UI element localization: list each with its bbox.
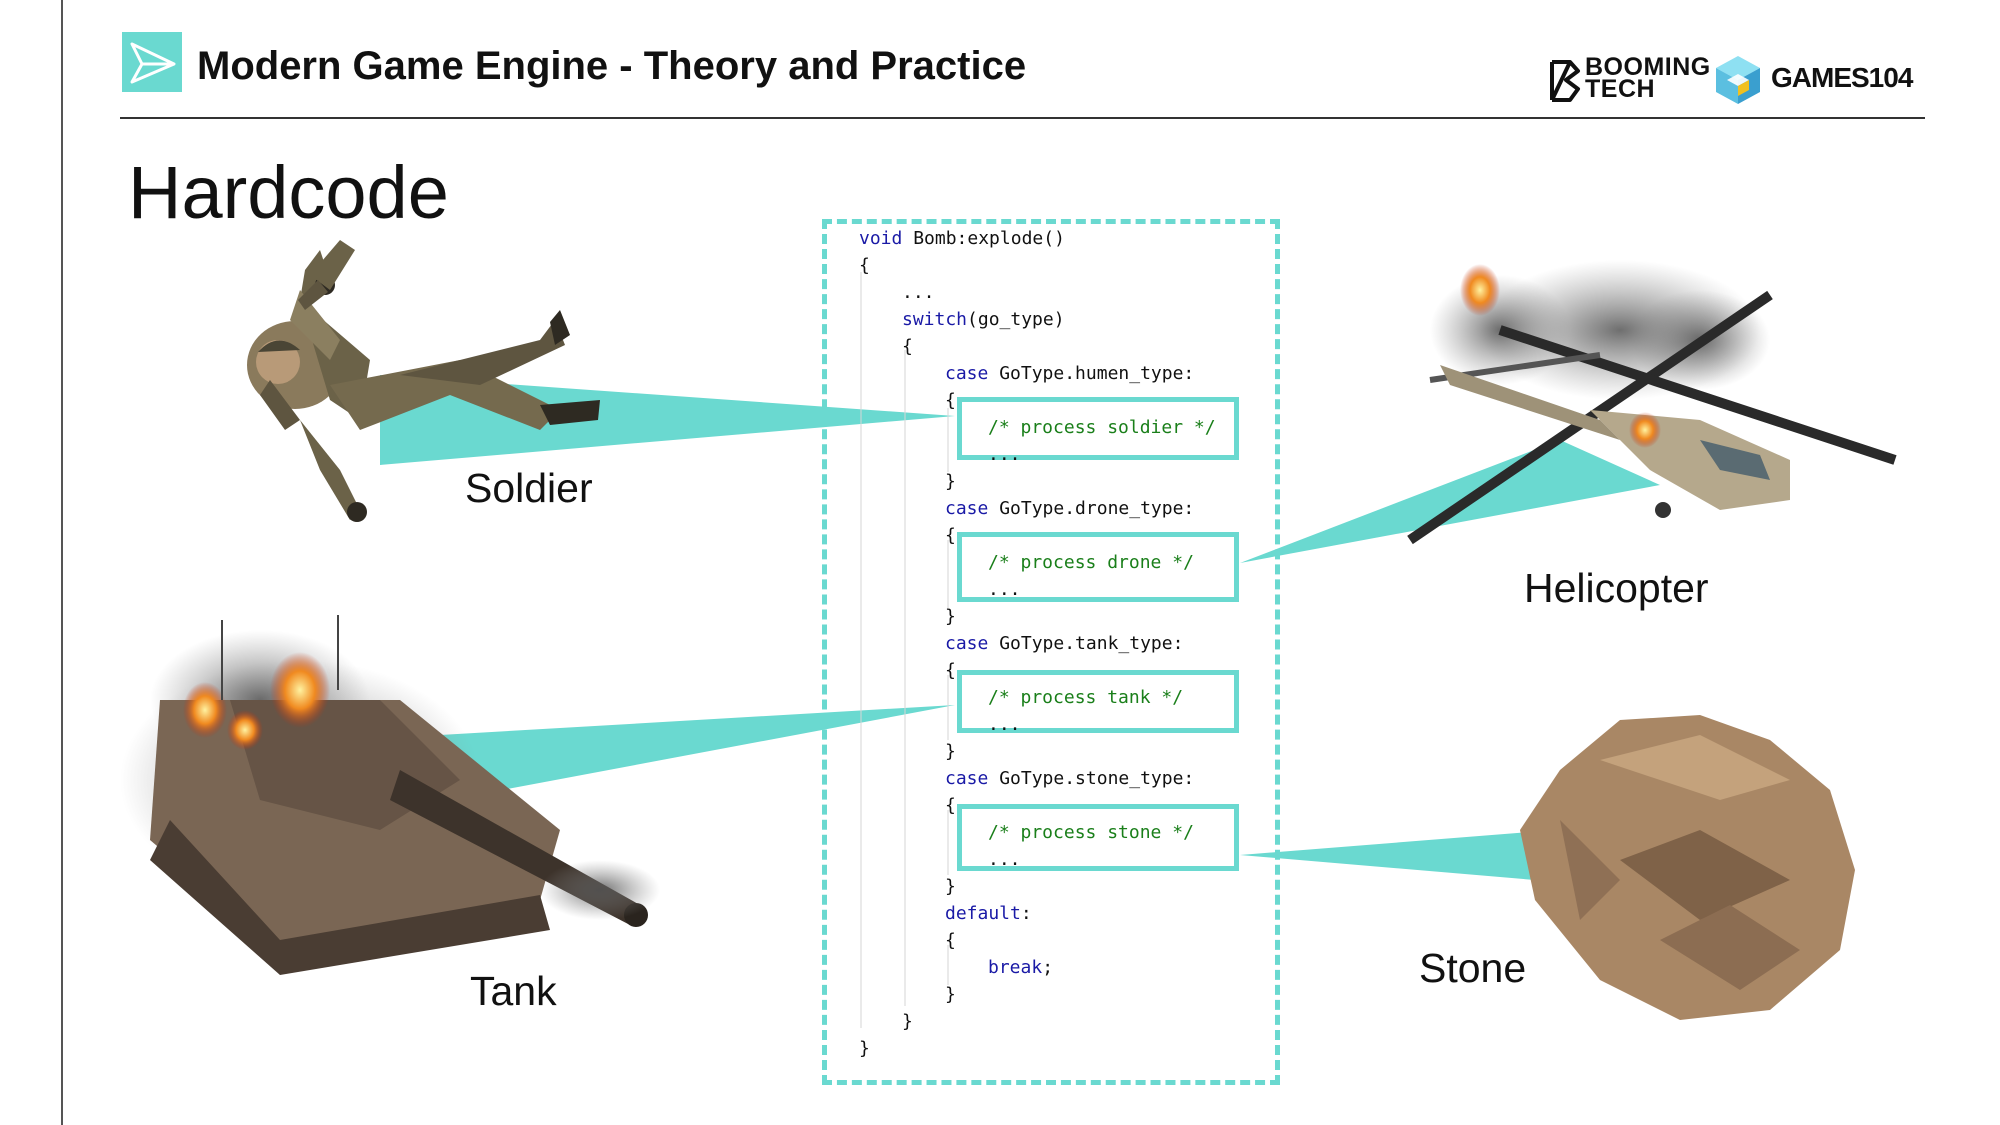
code-line-ellipsis: ... [988,579,1021,600]
games104-cube-logo-icon [1716,56,1760,104]
code-line-brace: } [945,606,956,627]
code-line-case-drone: case GoType.drone_type: [945,498,1195,519]
code-line-ellipsis: ... [988,444,1021,465]
highlight-stone [957,804,1239,871]
code-line-case-humen: case GoType.humen_type: [945,363,1195,384]
code-line-switch-open: { [902,336,913,357]
code-line-brace: } [945,876,956,897]
highlight-drone [957,532,1239,602]
beam-stone [1240,832,1535,880]
course-logo-icon [122,32,182,92]
code-line-default: default: [945,903,1032,924]
beam-helicopter [1240,440,1660,563]
label-soldier: Soldier [465,465,593,511]
code-line-brace: { [945,930,956,951]
soldier-illustration [247,250,600,522]
code-line-switch-close: } [902,1011,913,1032]
helicopter-illustration [1407,260,1897,545]
code-comment-soldier: /* process soldier */ [988,417,1216,438]
code-line-brace: { [945,660,956,681]
left-border-line [61,0,63,1125]
code-line-case-tank: case GoType.tank_type: [945,633,1184,654]
highlight-tank [957,670,1239,733]
stone-illustration [1520,715,1855,1020]
code-line-brace: { [945,390,956,411]
code-line-brace: } [945,741,956,762]
games104-brand: GAMES104 [1771,62,1913,93]
booming-tech-logo-icon [1550,60,1580,102]
code-frame [822,219,1280,1085]
code-line-brace: } [945,984,956,1005]
code-line-ellipsis: ... [902,282,935,303]
code-line-brace: { [945,795,956,816]
code-comment-tank: /* process tank */ [988,687,1184,708]
label-stone: Stone [1419,945,1527,991]
label-tank: Tank [470,968,557,1014]
code-line-break: break; [988,957,1054,978]
code-line-close: } [859,1038,870,1059]
code-line-switch: switch(go_type) [902,309,1065,330]
tank-illustration [120,615,660,975]
code-line-ellipsis: ... [988,849,1021,870]
header-divider [120,117,1925,119]
label-helicopter: Helicopter [1524,565,1709,611]
code-line-case-stone: case GoType.stone_type: [945,768,1195,789]
code-line-brace: } [945,471,956,492]
soldier-illustration-arm [298,240,355,310]
code-comment-drone: /* process drone */ [988,552,1194,573]
code-line-open: { [859,255,870,276]
code-line-signature: void Bomb:explode() [859,228,1065,249]
header-title: Modern Game Engine - Theory and Practice [197,44,1027,88]
code-line-brace: { [945,525,956,546]
code-line-ellipsis: ... [988,714,1021,735]
slide-title: Hardcode [128,151,449,234]
highlight-soldier [957,397,1239,460]
booming-tech-brand: BOOMING TECH [1585,53,1711,103]
code-comment-stone: /* process stone */ [988,822,1194,843]
